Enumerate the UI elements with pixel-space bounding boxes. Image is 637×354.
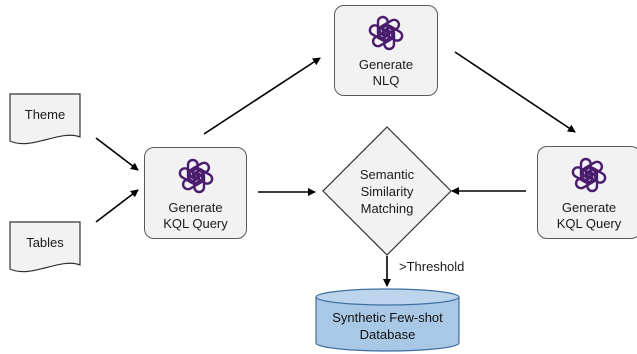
card-line-1: Generate <box>358 57 414 72</box>
arrow-nlq-to-kql-right <box>454 51 576 133</box>
arrow-kql-to-nlq <box>203 57 321 135</box>
matching-line-3: Matching <box>360 201 414 216</box>
theme-document: Theme <box>9 93 81 147</box>
card-line-2: KQL Query <box>163 216 228 231</box>
logo-petal <box>368 24 391 42</box>
card-line-2: KQL Query <box>556 216 622 231</box>
card-line-1: Generate <box>168 200 223 215</box>
generate-kql-card-right: Generate KQL Query <box>537 146 637 239</box>
generate-nlq-card: Generate NLQ <box>334 5 438 96</box>
logo-petal <box>383 27 396 51</box>
card-line-1: Generate <box>561 200 617 215</box>
logo-petal <box>574 171 597 190</box>
few-shot-database: Synthetic Few-shot Database <box>315 288 460 352</box>
database-line-1: Synthetic Few-shot <box>332 310 443 325</box>
tables-document: Tables <box>9 221 81 275</box>
database-icon <box>315 288 460 352</box>
generate-kql-card-left: Generate KQL Query <box>144 147 247 239</box>
logo-petal <box>586 169 599 193</box>
arrow-tables-to-kql <box>95 189 139 223</box>
similarity-matching-diamond: Semantic Similarity Matching <box>322 126 452 256</box>
logo-petal <box>192 170 205 194</box>
logo-petal <box>181 172 204 191</box>
matching-line-1: Semantic <box>359 167 415 182</box>
database-line-2: Database <box>359 327 416 342</box>
card-line-2: NLQ <box>372 73 400 88</box>
logo-petal <box>571 166 594 184</box>
threshold-label: >Threshold <box>399 259 465 274</box>
openai-logo-icon <box>178 158 213 194</box>
matching-line-2: Similarity <box>360 184 414 199</box>
tables-label: Tables <box>26 235 64 250</box>
logo-petal <box>178 167 200 185</box>
openai-logo-icon <box>368 15 404 51</box>
openai-logo-icon <box>571 157 607 193</box>
logo-petal <box>371 29 394 48</box>
arrow-theme-to-kql <box>95 137 139 171</box>
theme-label: Theme <box>24 107 66 122</box>
